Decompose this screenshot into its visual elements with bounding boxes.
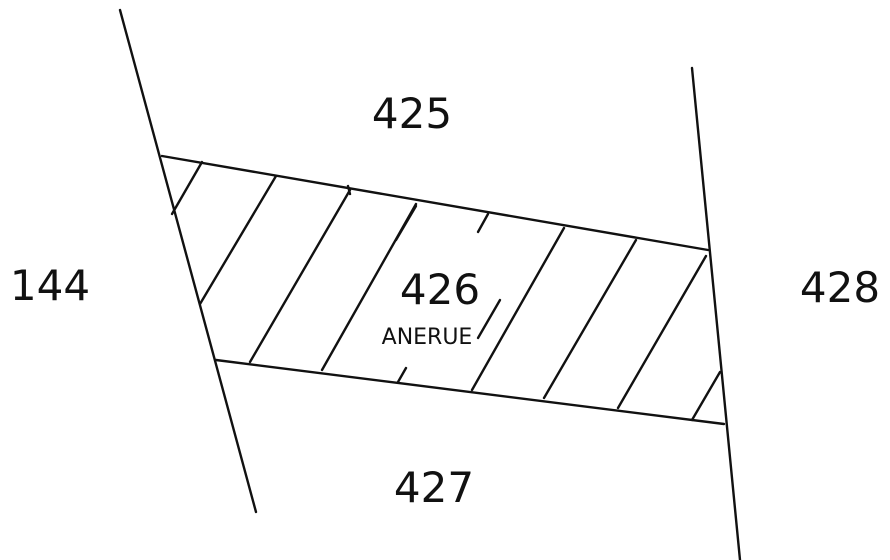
label-parcel-426: 426 bbox=[400, 265, 480, 314]
label-parcel-425: 425 bbox=[372, 89, 452, 138]
boundary-north-strip bbox=[160, 154, 710, 252]
hatching-426 bbox=[170, 160, 722, 422]
tick-north-2 bbox=[476, 212, 490, 234]
label-parcel-427: 427 bbox=[394, 463, 474, 512]
boundary-south-strip bbox=[214, 358, 726, 426]
boundary-east bbox=[690, 66, 742, 560]
label-parcel-426-name: ANERUE bbox=[382, 325, 473, 350]
label-parcel-144: 144 bbox=[10, 261, 90, 310]
tick-south bbox=[396, 366, 408, 384]
label-parcel-428: 428 bbox=[800, 263, 880, 312]
boundary-west bbox=[118, 8, 258, 514]
